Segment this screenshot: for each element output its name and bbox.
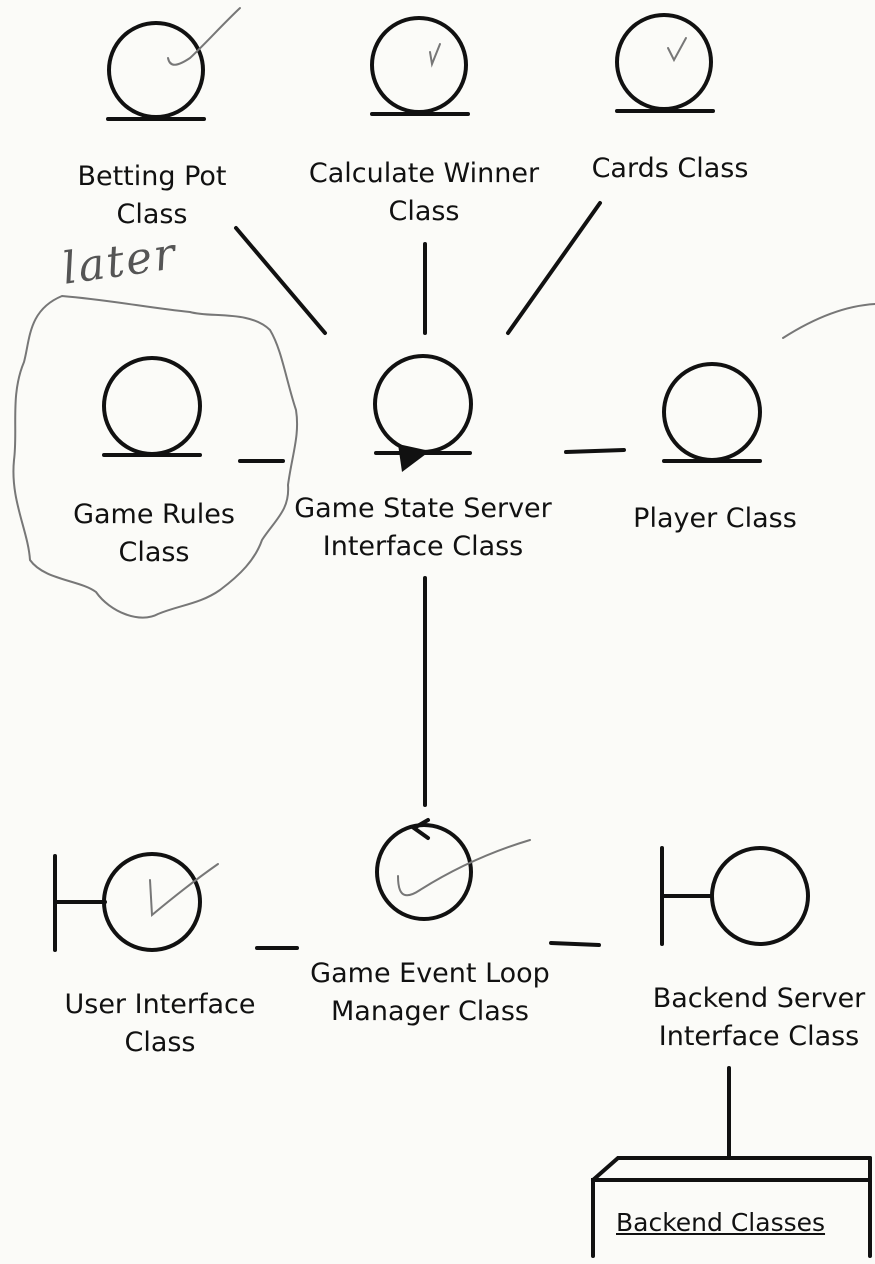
scribble-cloud-outline [12,294,299,619]
game-state-server-label: Game State Server Interface Class [294,493,552,562]
betting-pot-entity-icon [106,21,206,121]
edge-event-loop-to-backend-server [549,941,601,947]
game-state-control-arrow-icon [398,444,430,472]
check-mark-icon [167,7,241,66]
user-interface-label: User Interface Class [64,989,256,1058]
backend-classes-box-icon [591,1156,872,1258]
pencil-marks [12,7,875,918]
backend-server-boundary-icon [660,846,810,946]
game-rules-entity-icon [102,356,202,457]
game-state-server-control-icon [373,354,473,455]
backend-server-label: Backend Server Interface Class [652,983,866,1052]
user-interface-boundary-icon [53,852,202,952]
game-event-loop-control-icon [375,818,473,921]
check-mark-icon [397,839,531,897]
cards-entity-icon [615,13,715,113]
edge-game-state-to-player [564,448,626,454]
game-rules-label: Game Rules Class [73,499,235,568]
game-event-loop-label: Game Event Loop Manager Class [310,958,550,1027]
check-mark-icon [149,863,219,918]
check-mark-icon [667,37,687,63]
player-entity-icon [662,362,762,463]
edge-cards-to-game-state [506,201,602,335]
backend-classes-label: Backend Classes [616,1208,826,1237]
pencil-stroke [782,303,875,339]
calculate-winner-label: Calculate Winner Class [308,158,540,227]
cards-label: Cards Class [591,153,749,184]
check-mark-icon [429,43,441,68]
edge-betting-pot-to-game-state [234,226,327,335]
player-label: Player Class [633,503,797,534]
betting-pot-label: Betting Pot Class [77,161,227,230]
calculate-winner-entity-icon [370,16,470,116]
